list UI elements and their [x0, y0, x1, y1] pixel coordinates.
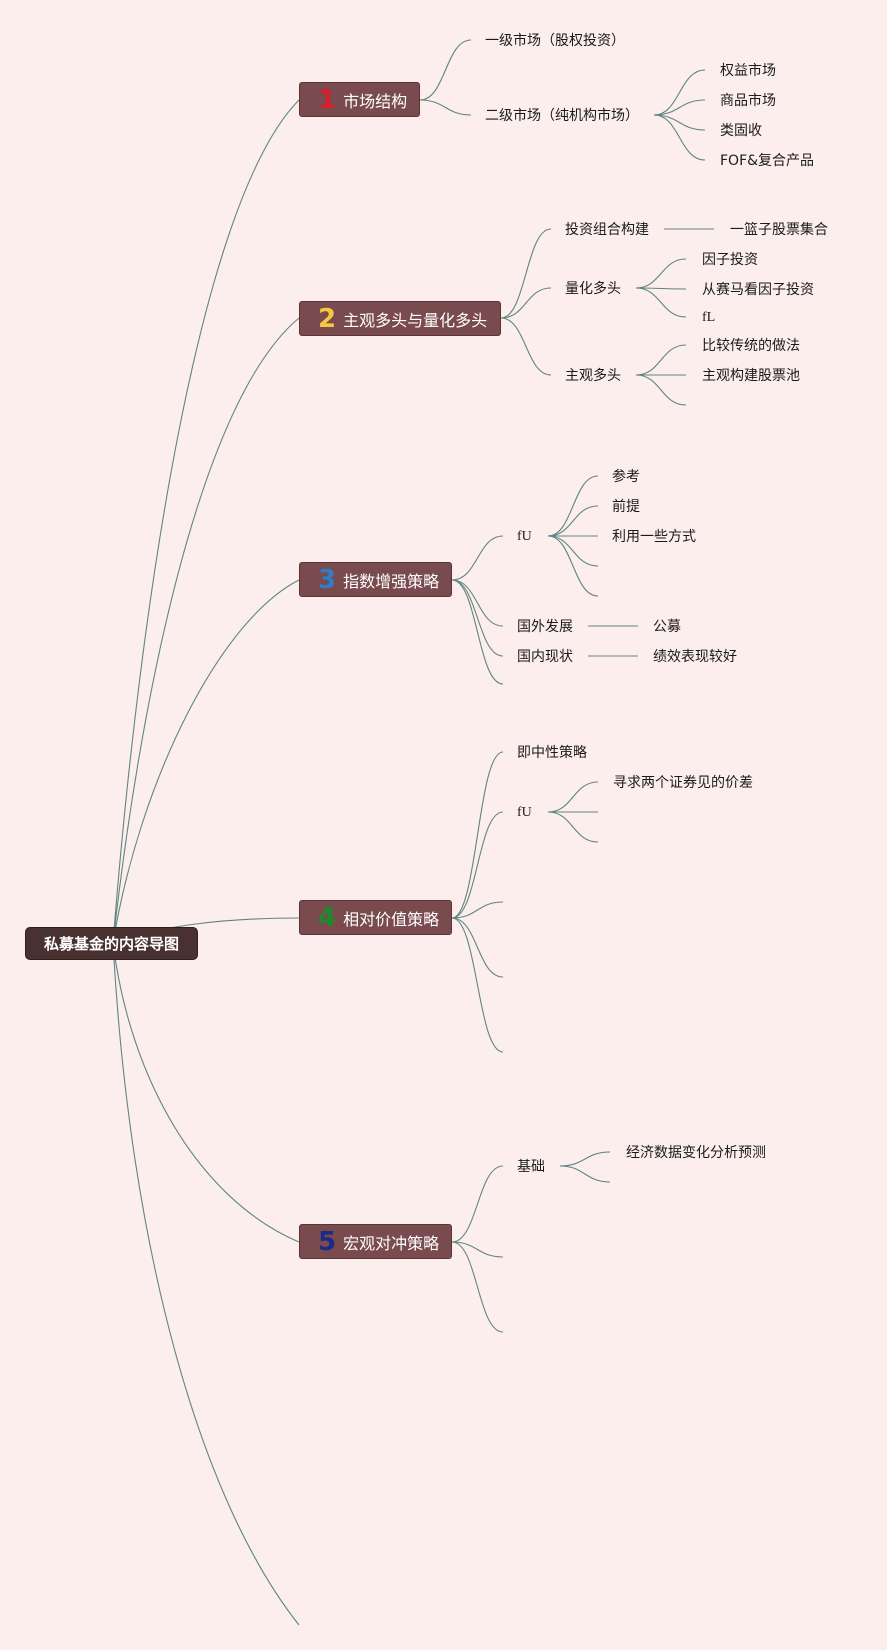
- node-fu[interactable]: fU: [517, 805, 532, 820]
- number-4-icon: 4: [318, 902, 337, 933]
- node-portfolio-construction[interactable]: 投资组合构建: [565, 222, 649, 238]
- node-good-performance[interactable]: 绩效表现较好: [653, 649, 737, 665]
- node-fl[interactable]: fL: [702, 310, 716, 325]
- node-public-fund[interactable]: 公募: [653, 619, 681, 635]
- number-5-icon: 5: [318, 1226, 337, 1257]
- node-foundation[interactable]: 基础: [517, 1159, 545, 1175]
- topic-relative-value[interactable]: 4 相对价值策略: [299, 900, 452, 935]
- root-node[interactable]: 私募基金的内容导图: [25, 927, 198, 960]
- node-economic-forecast[interactable]: 经济数据变化分析预测: [626, 1145, 766, 1161]
- node-reference[interactable]: 参考: [612, 469, 640, 485]
- number-1-icon: 1: [318, 84, 337, 115]
- node-primary-market[interactable]: 一级市场（股权投资）: [485, 33, 625, 49]
- node-stock-pool[interactable]: 主观构建股票池: [702, 368, 800, 384]
- node-quant-long[interactable]: 量化多头: [565, 281, 621, 297]
- node-fu[interactable]: fU: [517, 529, 532, 544]
- node-traditional-approach[interactable]: 比较传统的做法: [702, 338, 800, 354]
- topic-long-only[interactable]: 2 主观多头与量化多头: [299, 301, 501, 336]
- topic-label: 指数增强策略: [343, 571, 440, 591]
- node-market-neutral[interactable]: 即中性策略: [517, 745, 587, 761]
- topic-label: 相对价值策略: [343, 909, 440, 929]
- topic-label: 宏观对冲策略: [343, 1233, 440, 1253]
- node-overseas-development[interactable]: 国外发展: [517, 619, 573, 635]
- topic-macro-hedge[interactable]: 5 宏观对冲策略: [299, 1224, 452, 1259]
- node-domestic-status[interactable]: 国内现状: [517, 649, 573, 665]
- topic-market-structure[interactable]: 1 市场结构: [299, 82, 420, 117]
- node-premise[interactable]: 前提: [612, 499, 640, 515]
- node-fixed-income-like[interactable]: 类固收: [720, 123, 762, 139]
- node-equity-market[interactable]: 权益市场: [720, 63, 776, 79]
- node-factor-investing[interactable]: 因子投资: [702, 252, 758, 268]
- node-discretionary-long[interactable]: 主观多头: [565, 368, 621, 384]
- node-fof-products[interactable]: FOF&复合产品: [720, 153, 815, 169]
- node-factor-horse-race[interactable]: 从赛马看因子投资: [702, 282, 814, 298]
- number-2-icon: 2: [318, 303, 337, 334]
- node-price-spread[interactable]: 寻求两个证券见的价差: [613, 775, 753, 791]
- number-3-icon: 3: [318, 564, 337, 595]
- node-commodity-market[interactable]: 商品市场: [720, 93, 776, 109]
- topic-label: 市场结构: [343, 91, 408, 111]
- topic-index-enhancement[interactable]: 3 指数增强策略: [299, 562, 452, 597]
- node-stock-basket[interactable]: 一篮子股票集合: [730, 222, 828, 238]
- node-methods[interactable]: 利用一些方式: [612, 529, 696, 545]
- topic-label: 主观多头与量化多头: [343, 310, 488, 330]
- node-secondary-market[interactable]: 二级市场（纯机构市场）: [485, 108, 639, 124]
